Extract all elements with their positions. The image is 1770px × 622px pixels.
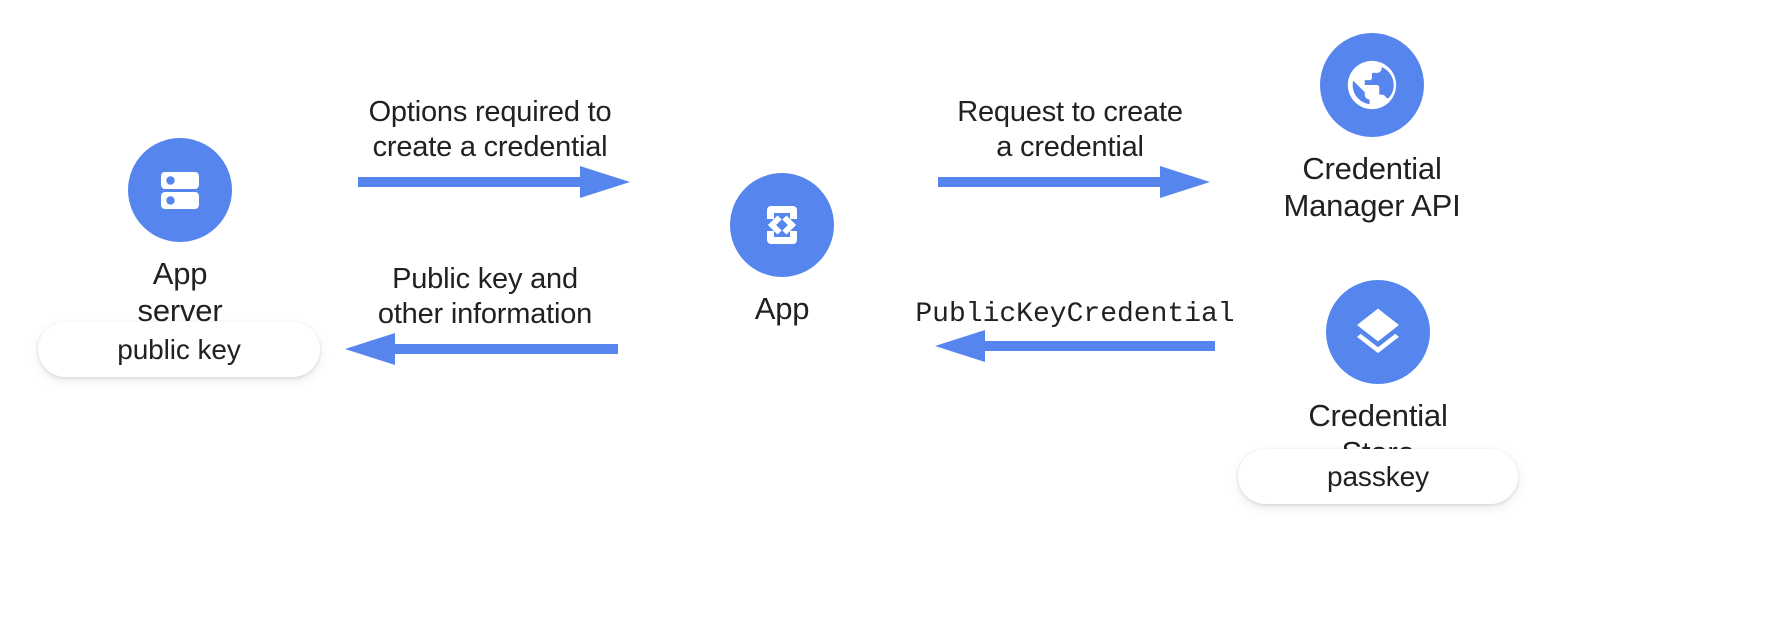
app-server-circle	[128, 138, 232, 242]
node-label-app-server: App server	[137, 256, 223, 328]
layers-icon	[1350, 304, 1406, 360]
credential-manager-api-circle	[1320, 33, 1424, 137]
server-icon	[152, 162, 208, 218]
passkey-chip: passkey	[1238, 449, 1518, 504]
arrow-app-to-credential-manager	[938, 166, 1210, 198]
node-app-server: App server	[128, 138, 232, 329]
node-credential-manager-api: Credential Manager API	[1277, 33, 1467, 224]
node-app: App	[730, 173, 834, 328]
public-key-chip-label: public key	[117, 333, 241, 365]
arrow-server-to-app	[358, 166, 630, 198]
passkey-chip-label: passkey	[1326, 460, 1430, 492]
app-circle	[730, 173, 834, 277]
arrow-label-app-to-credential-manager: Request to create a credential	[957, 96, 1183, 164]
phone-code-icon	[755, 198, 809, 252]
globe-icon	[1343, 56, 1401, 114]
arrow-app-to-server	[340, 333, 618, 365]
public-key-chip: public key	[38, 322, 320, 377]
node-label-app: App	[754, 291, 810, 326]
arrow-label-app-to-server: Public key and other information	[377, 263, 593, 331]
arrow-credential-store-to-app	[925, 330, 1215, 362]
node-credential-store: Credential Store	[1308, 280, 1448, 471]
arrow-label-server-to-app: Options required to create a credential	[368, 96, 612, 164]
credential-store-circle	[1326, 280, 1430, 384]
node-label-credential-manager-api: Credential Manager API	[1283, 151, 1461, 223]
arrow-label-credential-store-to-app: PublicKeyCredential	[915, 299, 1235, 330]
